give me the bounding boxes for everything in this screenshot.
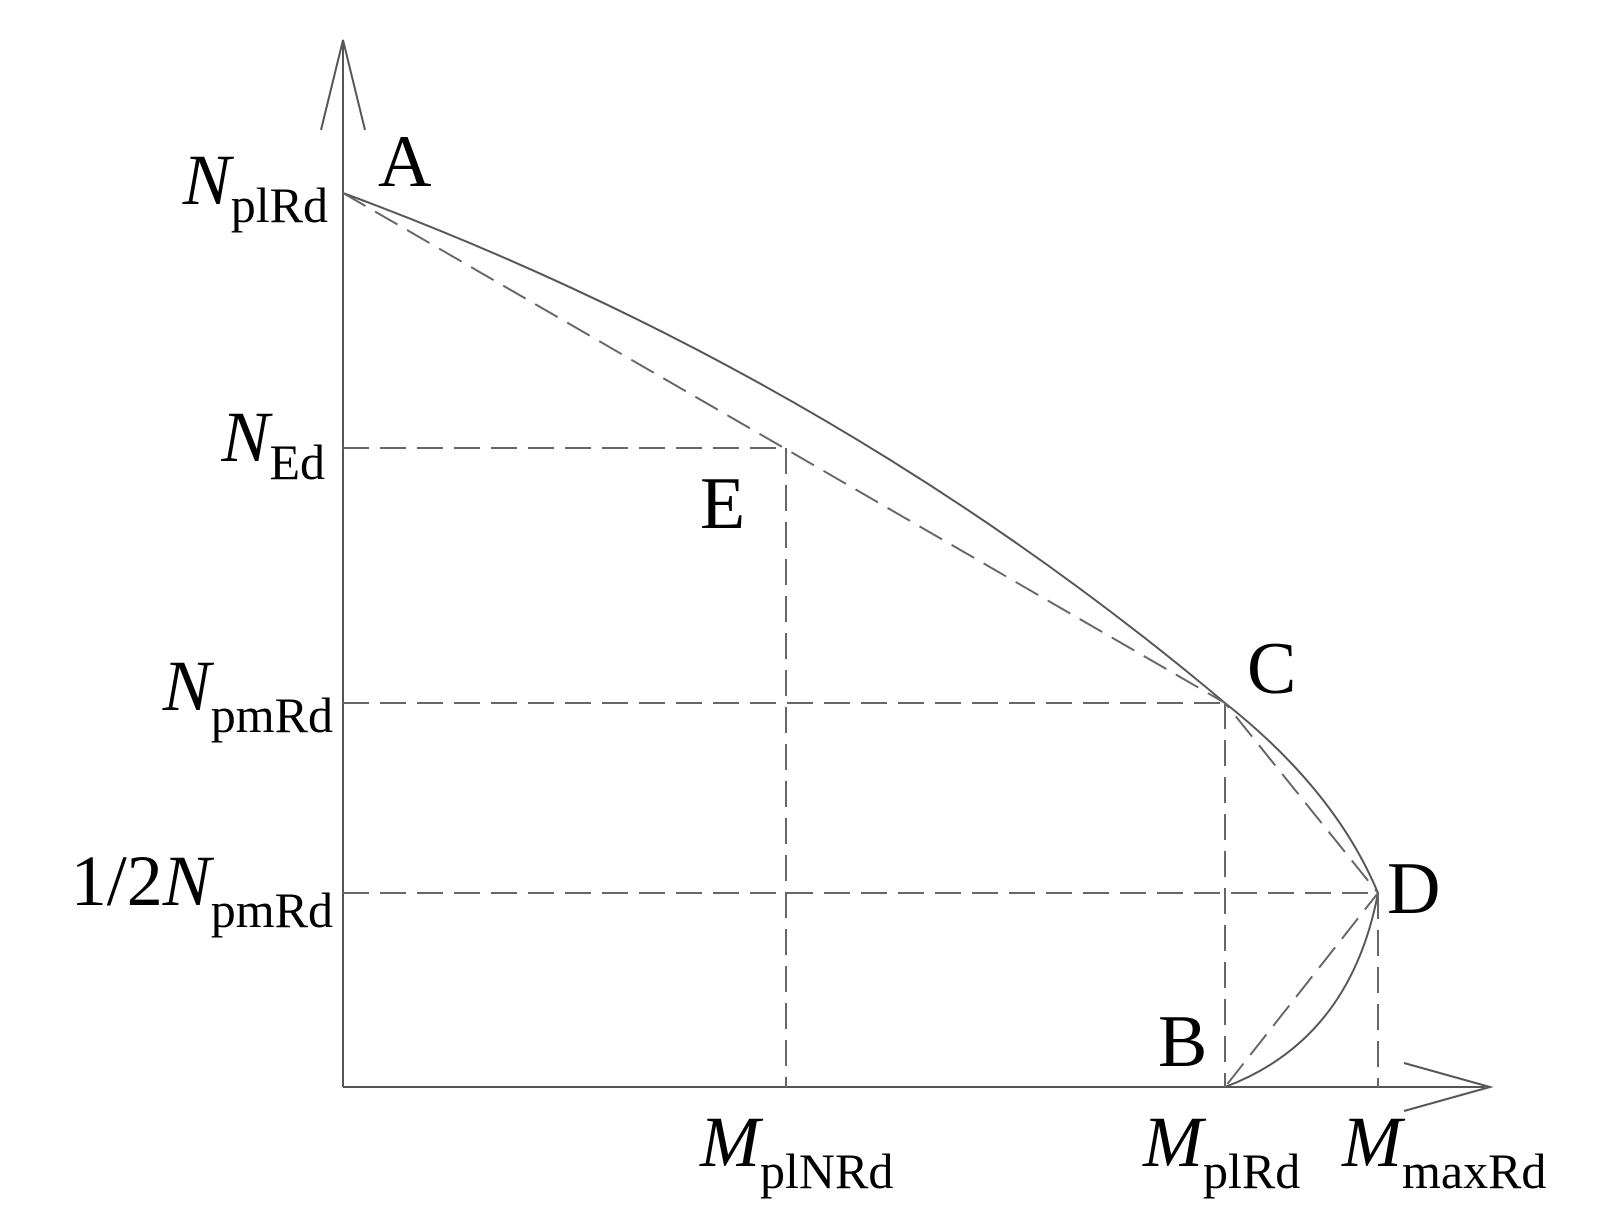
point-e-label: E (700, 463, 745, 545)
m-plrd-label: MplRd (1142, 1102, 1300, 1199)
m-plnrd-label: MplNRd (699, 1102, 893, 1199)
m-maxrd-label: MmaxRd (1341, 1102, 1546, 1199)
point-b-label: B (1158, 1001, 1207, 1083)
n-ed-label: NEd (220, 397, 325, 490)
interaction-curve-c-d (1224, 702, 1379, 894)
x-axis-arrow (1403, 1062, 1494, 1112)
half-n-pmrd-label: 1/2NpmRd (71, 841, 333, 938)
n-plrd-label: NplRd (182, 140, 328, 233)
interaction-curve-d-b (1224, 892, 1379, 1088)
y-axis-arrow (320, 39, 366, 131)
point-c-label: C (1247, 628, 1296, 710)
interaction-curve-a-c (342, 192, 1226, 704)
point-d-label: D (1387, 848, 1440, 930)
n-pmrd-label: NpmRd (162, 646, 333, 743)
polygon-approximation (342, 192, 1380, 1088)
point-a-label: A (378, 121, 431, 203)
